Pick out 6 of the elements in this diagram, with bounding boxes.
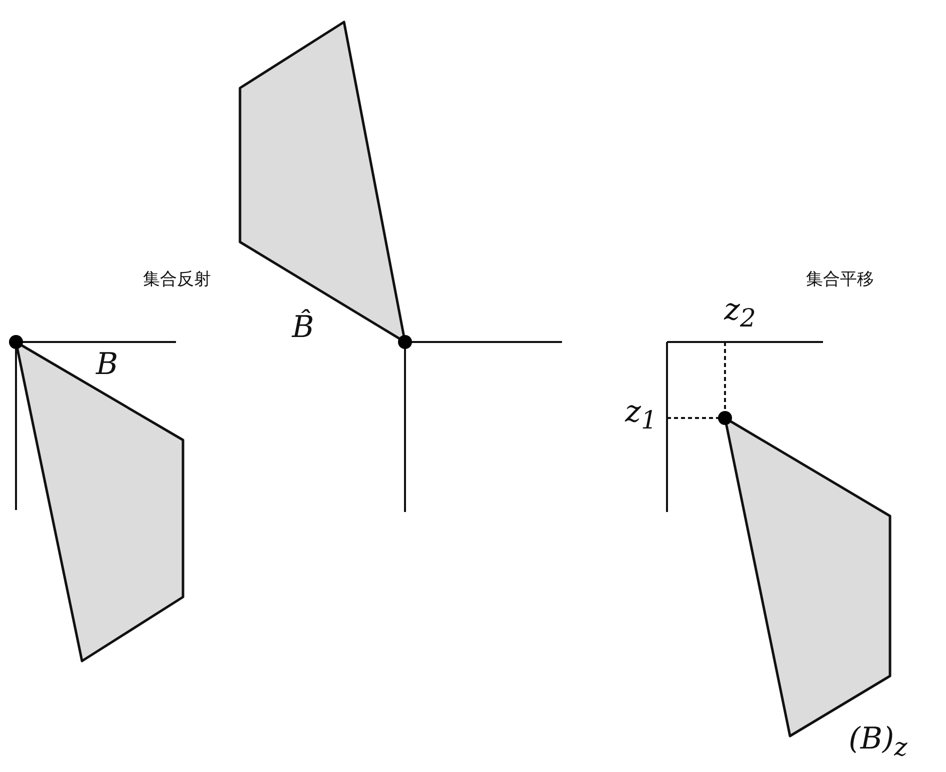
caption-label: 集合平移: [806, 272, 874, 288]
math-label: z$_{2}$: [724, 296, 756, 330]
math-label: (B)$_{z}$: [848, 724, 908, 760]
math-label: B: [96, 350, 118, 380]
caption-label: 集合反射: [143, 272, 211, 288]
math-label: z$_{1}$: [625, 398, 657, 432]
